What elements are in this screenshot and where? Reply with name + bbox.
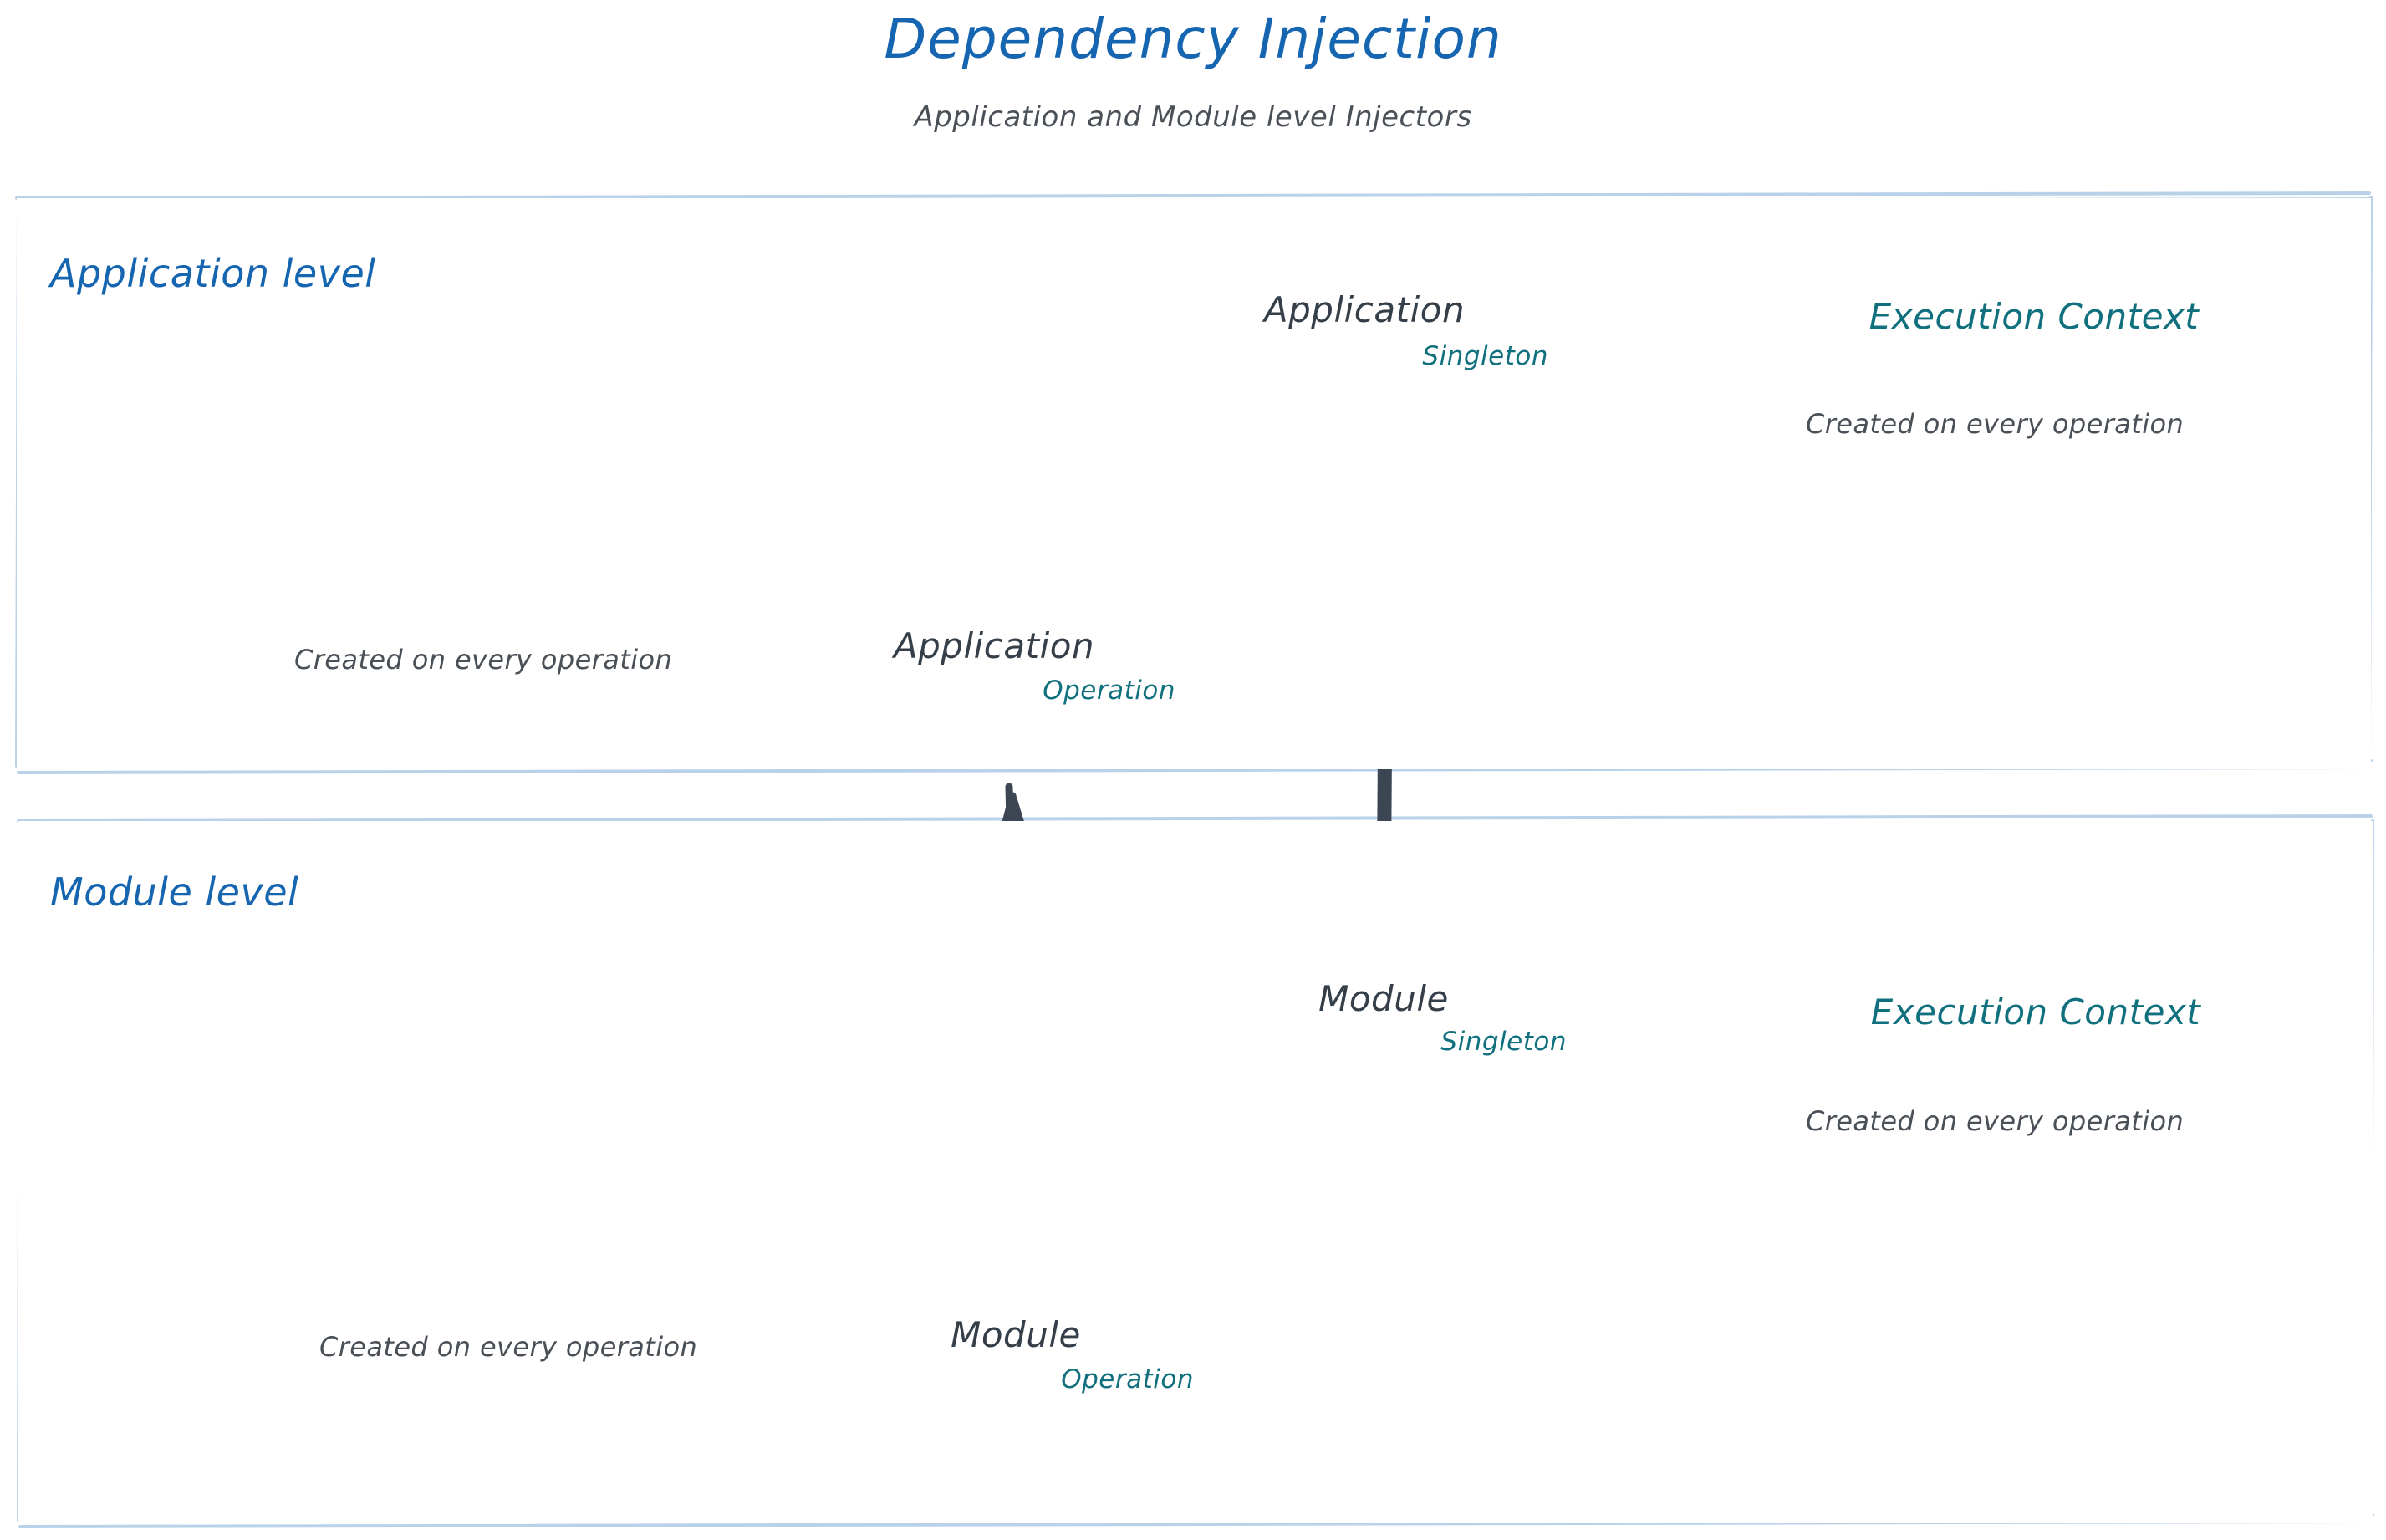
lane-label-application-level: Application level [50,251,376,296]
page-title: Dependency Injection [884,7,1502,71]
execution-context-title: Execution Context [1869,296,2200,337]
node-title: Module [1318,978,1449,1019]
node-title: Module [951,1314,1081,1355]
node-module-singleton[interactable]: Module Singleton [1180,926,1587,1089]
lane-label-module-level: Module level [50,869,299,915]
node-application-execution-context[interactable]: Execution Context [1787,269,2281,368]
node-application-operation[interactable]: Application Operation [793,574,1196,742]
execution-context-title: Execution Context [1870,992,2201,1033]
note-application-execution-context: Created on every operation [1806,408,2185,440]
node-title: Application [893,625,1095,666]
node-title: Application [1263,289,1466,330]
note-module-execution-context: Created on every operation [1806,1105,2185,1137]
note-application-operation: Created on every operation [294,644,673,676]
node-scope-badge: Singleton [1440,1027,1567,1057]
node-module-execution-context[interactable]: Execution Context [1789,965,2282,1063]
node-scope-badge: Singleton [1422,341,1548,371]
node-module-operation[interactable]: Module Operation [818,1264,1214,1433]
page-subtitle: Application and Module level Injectors [914,100,1472,134]
note-module-operation: Created on every operation [319,1331,698,1363]
node-scope-badge: Operation [1043,676,1175,706]
node-application-singleton[interactable]: Application Singleton [1160,229,1568,405]
node-scope-badge: Operation [1061,1364,1194,1395]
